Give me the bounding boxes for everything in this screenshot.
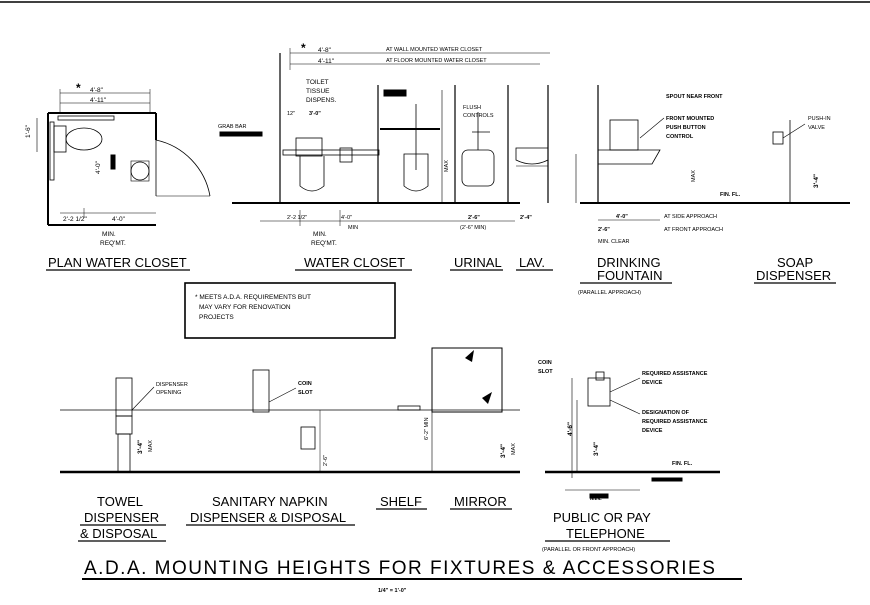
fin-fl-label: FIN. FL. (720, 192, 741, 198)
wc-reqmt: REQ'MT. (311, 240, 337, 247)
plan-dim-22: 2'-2 1/2" (63, 216, 87, 223)
caption-phone-sub: (PARALLEL OR FRONT APPROACH) (542, 547, 635, 553)
wc-dim-12: 12" (287, 111, 295, 117)
phone-dim-1: 4'-6" (567, 422, 574, 436)
flush-label-1: FLUSH (463, 105, 481, 111)
urinal-min: (2'-6" MIN) (460, 225, 486, 231)
wc-note-floor: AT FLOOR MOUNTED WATER CLOSET (386, 58, 487, 64)
caption-mirror: MIRROR (454, 494, 507, 509)
phone-coin-2: SLOT (538, 369, 553, 375)
phone-note-5: DEVICE (642, 428, 663, 434)
plan-reqmt: REQ'MT. (100, 240, 126, 247)
max-label: MAX (691, 170, 697, 182)
plan-dim-side: 1'-6" (25, 124, 32, 138)
caption-towel-3: & DISPOSAL (80, 526, 157, 541)
wc-note-wall: AT WALL MOUNTED WATER CLOSET (386, 47, 483, 53)
fountain-dim-1: 4'-0" (616, 214, 628, 220)
max-label: MAX (148, 440, 154, 452)
phone-note-3: DESIGNATION OF (642, 410, 690, 416)
phone-note-1: REQUIRED ASSISTANCE (642, 371, 708, 377)
wc-min-1: MIN. (313, 231, 327, 238)
toilet-tissue-label-3: DISPENS. (306, 97, 337, 104)
note-line-1: * MEETS A.D.A. REQUIREMENTS BUT (195, 294, 311, 301)
push-in-2: VALVE (808, 125, 825, 131)
max-label: MAX (444, 160, 450, 172)
plan-min: MIN. (102, 231, 116, 238)
dispenser-opening-2: OPENING (156, 390, 181, 396)
caption-urinal: URINAL (454, 255, 502, 270)
fountain-spout-label: SPOUT NEAR FRONT (666, 94, 723, 100)
flush-label-2: CONTROLS (463, 113, 494, 119)
caption-lav: LAV. (519, 255, 545, 270)
caption-towel-1: TOWEL (97, 494, 143, 509)
asterisk-icon: * (76, 81, 81, 95)
mirror-dim-2: 3'-4" (500, 444, 507, 458)
drawing-scale: 1/4" = 1'-0" (378, 588, 407, 594)
caption-towel-2: DISPENSER (84, 510, 159, 525)
phone-dim-2: 3'-4" (593, 442, 600, 456)
wc-dim-36: 3'-0" (309, 111, 321, 117)
plan-dim-vertical: 4'-0" (95, 160, 102, 174)
drawing-title: A.D.A. MOUNTING HEIGHTS FOR FIXTURES & A… (84, 558, 716, 579)
wc-dim-40: 4'-0" (341, 215, 352, 221)
caption-soap-2: DISPENSER (756, 268, 831, 283)
fountain-ctrl-1: FRONT MOUNTED (666, 116, 714, 122)
fountain-dim-2: 2'-6" (598, 227, 610, 233)
fountain-ctrl-3: CONTROL (666, 134, 694, 140)
caption-phone-1: PUBLIC OR PAY (553, 510, 651, 525)
caption-water-closet: WATER CLOSET (304, 255, 405, 270)
caption-shelf: SHELF (380, 494, 422, 509)
push-in-1: PUSH-IN (808, 116, 831, 122)
wc-min: MIN (348, 225, 358, 231)
dispenser-opening-1: DISPENSER (156, 382, 188, 388)
phone-coin-1: COIN (538, 360, 552, 366)
caption-fountain-sub: (PARALLEL APPROACH) (578, 290, 641, 296)
bottom-row-elevations (60, 347, 720, 499)
toilet-tissue-label-1: TOILET (306, 79, 329, 86)
coin-slot-1: COIN (298, 381, 312, 387)
plan-dim-2: 4'-11" (90, 97, 107, 104)
toilet-tissue-label-2: TISSUE (306, 88, 330, 95)
soap-dispenser-elevation (772, 120, 806, 203)
caption-soap-1: SOAP (777, 255, 813, 270)
caption-napkin-2: DISPENSER & DISPOSAL (190, 510, 346, 525)
caption-plan-water-closet: PLAN WATER CLOSET (48, 255, 187, 270)
plan-dim-1: 4'-8" (90, 87, 104, 94)
wc-dim-2: 4'-11" (318, 58, 335, 65)
note-line-2: MAY VARY FOR RENOVATION (199, 304, 291, 311)
towel-dim: 3'-4" (137, 440, 144, 454)
water-closet-elevation (219, 48, 550, 226)
grab-bar-label: GRAB BAR (218, 124, 246, 130)
wc-dim-1: 4'-8" (318, 47, 332, 54)
note-box (184, 282, 396, 339)
phone-fin-fl: FIN. FL. (672, 461, 693, 467)
asterisk-icon: * (301, 41, 306, 55)
plan-water-closet (36, 89, 211, 226)
wc-dim-22: 2'-2 1/2" (287, 215, 307, 221)
drinking-fountain-elevation (575, 85, 850, 221)
note-line-3: PROJECTS (199, 314, 234, 321)
caption-fountain-2: FOUNTAIN (597, 268, 662, 283)
caption-napkin-1: SANITARY NAPKIN (212, 494, 328, 509)
soap-dim: 3'-4" (813, 174, 820, 188)
phone-min: MIN. (590, 496, 602, 502)
coin-slot-2: SLOT (298, 390, 313, 396)
napkin-dim: 2'-6" (323, 455, 329, 466)
lav-dim: 2'-4" (520, 215, 532, 221)
side-approach-label: AT SIDE APPROACH (664, 214, 717, 220)
mirror-dim: 6'-2" MIN (424, 417, 430, 440)
urinal-dim: 2'-6" (468, 215, 480, 221)
fountain-ctrl-2: PUSH BUTTON (666, 125, 706, 131)
phone-note-2: DEVICE (642, 380, 663, 386)
front-approach-label: AT FRONT APPROACH (664, 227, 723, 233)
caption-phone-2: TELEPHONE (566, 526, 645, 541)
plan-dim-40: 4'-0" (112, 216, 126, 223)
caption-fountain-1: DRINKING (597, 255, 661, 270)
phone-note-4: REQUIRED ASSISTANCE (642, 419, 708, 425)
min-clear-label: MIN. CLEAR (598, 239, 630, 245)
max-label: MAX (511, 443, 517, 455)
